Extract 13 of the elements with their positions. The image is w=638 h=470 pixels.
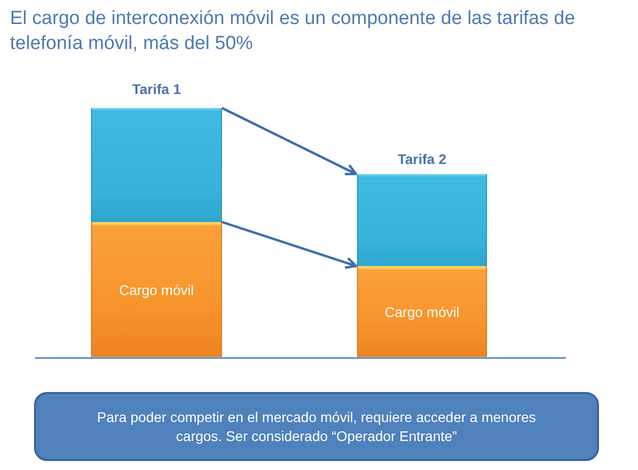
note-text: Para poder competir en el mercado móvil, requiere acceder a menores cargos. Ser considerado “Operador Entrante” (96, 408, 537, 446)
bar-heading: Tarifa 2 (396, 151, 448, 168)
bar-segment (357, 174, 487, 266)
bar-segment (91, 108, 222, 222)
arrow (222, 220, 358, 269)
bar-segment (357, 266, 487, 357)
arrow (221, 106, 358, 176)
note-box (34, 392, 599, 461)
title: El cargo de interconexión móvil es un componente de las tarifas de telefonía móvil, más del 50% (10, 7, 576, 56)
bar-segment (91, 222, 222, 357)
segment-label: Cargo móvil (119, 280, 194, 298)
segment-label: Cargo móvil (384, 302, 460, 320)
bar-heading: Tarifa 1 (131, 81, 182, 98)
